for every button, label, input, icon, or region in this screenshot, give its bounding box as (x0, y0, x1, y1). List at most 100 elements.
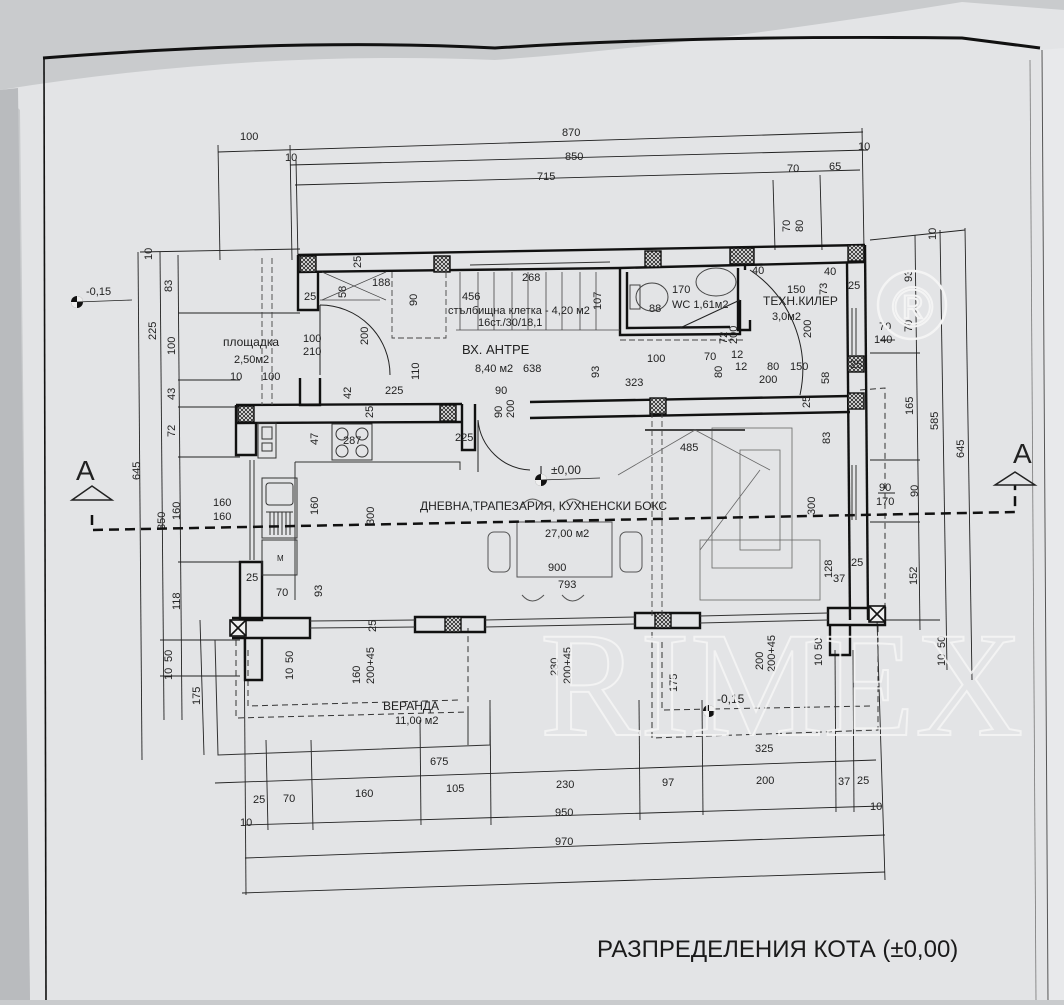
svg-text:70: 70 (704, 351, 716, 363)
dim-label: 200 (756, 775, 774, 787)
dim-label: 37 (838, 776, 850, 788)
paper-fold-left (0, 88, 30, 1000)
svg-text:58: 58 (820, 372, 832, 384)
dimensions-left (137, 248, 301, 761)
svg-text:900: 900 (548, 562, 566, 574)
svg-text:12: 12 (735, 361, 747, 373)
dim-label: 165 (904, 397, 916, 415)
watermark: RIMEX ® (539, 269, 1024, 769)
level-label-veranda: -0,15 (717, 692, 745, 706)
svg-text:25: 25 (367, 620, 379, 632)
svg-text:25: 25 (801, 396, 813, 408)
dim-label: 105 (446, 783, 464, 795)
dim-label: 152 (908, 567, 920, 585)
svg-text:638: 638 (523, 363, 541, 375)
living-furniture (617, 427, 821, 601)
dim-label: 585 (929, 412, 941, 430)
svg-text:42: 42 (342, 387, 354, 399)
level-label-main: ±0,00 (551, 463, 581, 477)
svg-text:25: 25 (304, 291, 316, 303)
section-line-a-a (69, 471, 1038, 532)
svg-text:47: 47 (309, 433, 321, 445)
level-mark-main (535, 466, 601, 486)
dim-label: 170 (876, 496, 894, 508)
doors (319, 269, 804, 472)
dimensions-bottom (214, 619, 886, 896)
svg-text:793: 793 (558, 579, 576, 591)
dim-label: 72 (166, 425, 178, 437)
svg-text:90: 90 (493, 406, 505, 418)
appliance-label: M (277, 554, 284, 563)
svg-text:RIMEX: RIMEX (540, 602, 1023, 768)
dim-label: 870 (562, 127, 580, 139)
walls (232, 243, 887, 682)
room-info-staircase: 16ст./30/18,1 (478, 317, 542, 329)
terrace-solid-outline (214, 639, 491, 756)
dim-label: 10 (163, 668, 175, 680)
svg-text:93: 93 (313, 585, 325, 597)
svg-text:83: 83 (821, 432, 833, 444)
svg-text:110: 110 (410, 362, 422, 380)
svg-text:150: 150 (790, 361, 808, 373)
svg-text:170: 170 (672, 284, 690, 296)
svg-text:50: 50 (284, 651, 296, 663)
level-mark-left (71, 296, 133, 308)
svg-text:210: 210 (303, 346, 321, 358)
svg-text:287: 287 (343, 435, 361, 447)
section-marker-right: A (1013, 438, 1032, 469)
dim-label: 70 (781, 220, 793, 232)
dim-label: 10 (285, 152, 297, 164)
svg-text:90: 90 (495, 385, 507, 397)
svg-text:200: 200 (759, 374, 777, 386)
svg-text:225: 225 (385, 385, 403, 397)
svg-text:25: 25 (352, 256, 364, 268)
svg-text:25: 25 (850, 359, 862, 371)
svg-text:80: 80 (713, 366, 725, 378)
svg-text:100: 100 (262, 371, 280, 383)
dim-label: 225 (147, 322, 159, 340)
dim-label: 10 (143, 248, 155, 260)
columns (237, 244, 865, 633)
dim-label: 160 (171, 502, 183, 520)
columns-crossed (229, 605, 886, 637)
svg-text:300: 300 (365, 507, 377, 525)
dim-label: 90 (909, 485, 921, 497)
svg-text:10: 10 (813, 654, 825, 666)
dim-label: 50 (936, 636, 948, 648)
dim-label: 230 (556, 779, 574, 791)
svg-text:200+45: 200+45 (365, 647, 377, 684)
drawing-title: РАЗПРЕДЕЛЕНИЯ КОТА (±0,00) (597, 936, 958, 963)
svg-text:10: 10 (284, 668, 296, 680)
svg-text:160: 160 (309, 497, 321, 515)
svg-text:225: 225 (455, 432, 473, 444)
dim-label: 97 (662, 777, 674, 789)
interior-dimensions: 25 188 58 25 456 268 90 107 100 210 200 … (213, 256, 863, 692)
section-marker-left: A (76, 455, 95, 486)
svg-text:268: 268 (522, 272, 540, 284)
svg-text:160: 160 (213, 511, 231, 523)
dim-label: 83 (163, 280, 175, 292)
svg-text:200+45: 200+45 (766, 635, 778, 672)
dim-label: 675 (430, 756, 448, 768)
svg-text:®: ® (892, 275, 933, 338)
dim-label: 118 (171, 592, 183, 610)
svg-text:200: 200 (728, 326, 740, 344)
svg-text:72: 72 (718, 332, 730, 344)
dim-label: 970 (555, 836, 573, 848)
dim-label: 80 (794, 220, 806, 232)
dim-label: 160 (355, 788, 373, 800)
dim-label: 950 (555, 807, 573, 819)
svg-text:10: 10 (230, 371, 242, 383)
room-area-utility: 3,0м2 (772, 311, 801, 323)
dim-label: 25 (253, 794, 265, 806)
svg-text:100: 100 (647, 353, 665, 365)
dim-label: 175 (191, 687, 203, 705)
svg-text:200: 200 (754, 652, 766, 670)
svg-text:90: 90 (408, 294, 420, 306)
svg-text:40: 40 (752, 265, 764, 277)
svg-text:25: 25 (246, 572, 258, 584)
dim-label: 43 (166, 388, 178, 400)
room-label-wc: WC 1,61м2 (672, 299, 728, 311)
dim-label: 100 (240, 131, 258, 143)
svg-text:107: 107 (592, 292, 604, 310)
